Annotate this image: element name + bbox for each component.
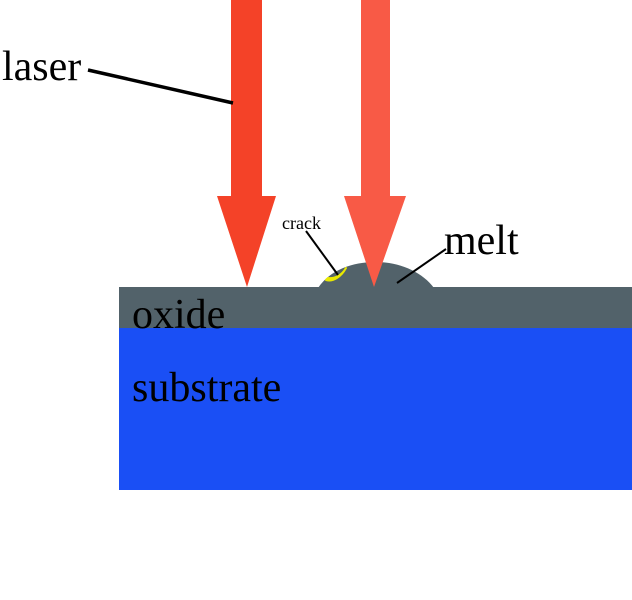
laser-label: laser xyxy=(2,44,81,90)
laser-leader-line xyxy=(87,68,234,105)
crack-label: crack xyxy=(282,213,321,233)
laser-beam-left xyxy=(217,0,276,287)
melt-leader-line xyxy=(396,248,447,284)
substrate-label: substrate xyxy=(132,365,281,411)
oxide-layer xyxy=(119,287,632,328)
crack-mark xyxy=(325,267,347,282)
laser-beam-right xyxy=(344,0,406,287)
oxide-label: oxide xyxy=(132,292,225,338)
melt-label: melt xyxy=(444,218,519,264)
substrate-layer xyxy=(119,328,632,490)
crack-leader-line xyxy=(305,230,339,276)
